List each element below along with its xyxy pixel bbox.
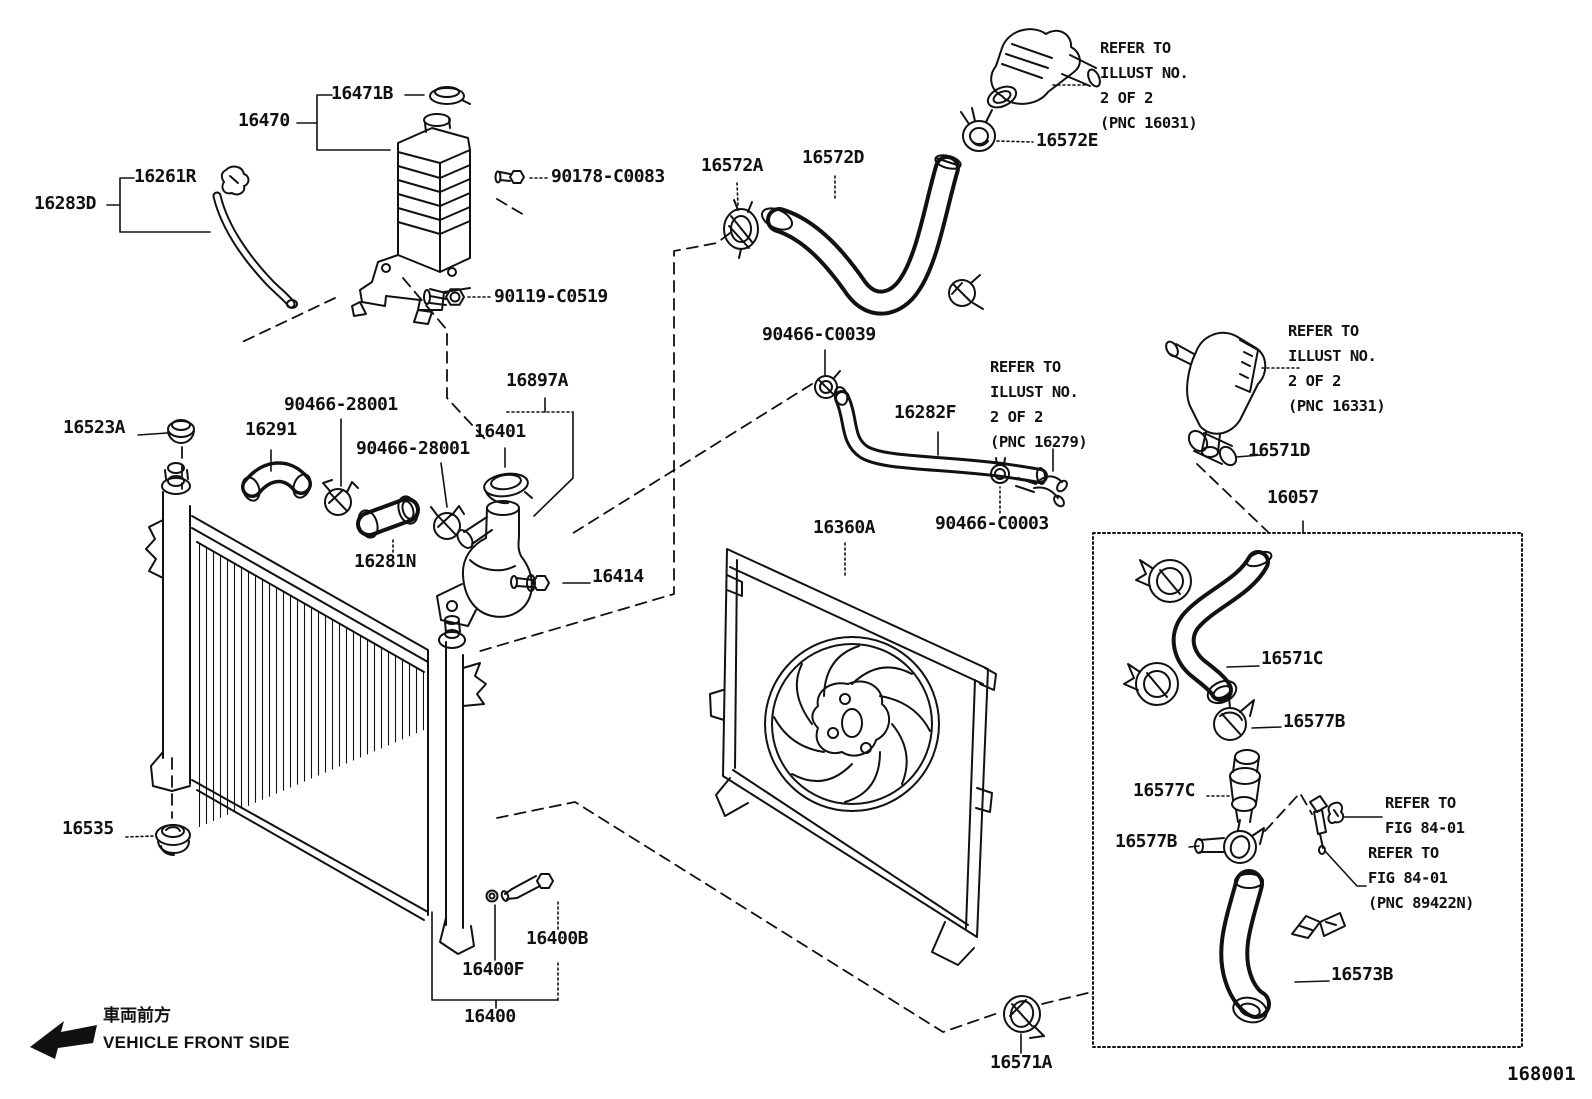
label-16291: 16291 <box>245 419 297 440</box>
label-16400: 16400 <box>464 1006 516 1027</box>
radiator-16400 <box>145 462 487 955</box>
water-outlet-pnc-16031 <box>986 28 1101 109</box>
label-16571C: 16571C <box>1261 648 1324 669</box>
label-90466-28001-1: 90466-28001 <box>284 394 398 415</box>
label-16400F: 16400F <box>462 959 525 980</box>
o-ring-16400F <box>485 889 499 903</box>
note-pnc-16031: REFER TO ILLUST NO. 2 OF 2 (PNC 16031) <box>1100 39 1198 132</box>
clamp-16571A <box>1003 995 1045 1039</box>
elbow-16577B-2 <box>1194 819 1265 864</box>
hose-16281N <box>356 495 420 539</box>
overflow-hose-16283D <box>212 191 298 309</box>
label-16535: 16535 <box>62 818 114 839</box>
figure-number: 168001 <box>1507 1063 1576 1085</box>
bolt-90178-C0083 <box>494 170 525 184</box>
label-16057: 16057 <box>1267 487 1319 508</box>
label-90466-28001-2: 90466-28001 <box>356 438 470 459</box>
label-16283D: 16283D <box>34 193 97 214</box>
label-16571D: 16571D <box>1248 440 1311 461</box>
spring-clamp-b <box>1123 662 1179 706</box>
clamp-16572A <box>723 199 759 259</box>
note-fig-84-01: REFER TO FIG 84-01 <box>1385 794 1465 837</box>
label-90466-C0039: 90466-C0039 <box>762 324 876 345</box>
vehicle-front-arrow <box>30 1021 97 1059</box>
label-16400B: 16400B <box>526 928 589 949</box>
note-fig-84-01-pnc-89422n: REFER TO FIG 84-01 (PNC 89422N) <box>1368 844 1474 912</box>
tank-cap-16471B <box>429 86 471 105</box>
label-16577B-1: 16577B <box>1283 711 1346 732</box>
clamp-16577B-1 <box>1213 697 1255 741</box>
hose-16573B <box>1219 869 1271 1024</box>
clamp-90466-28001-1 <box>322 479 359 516</box>
joint-16577C <box>1229 749 1261 823</box>
sensor-pnc-89422N <box>1309 795 1328 855</box>
clip-16261R <box>220 165 250 196</box>
upper-hose-16572D <box>761 154 962 316</box>
bolt-90119-C0519 <box>423 288 465 306</box>
note-pnc-16331: REFER TO ILLUST NO. 2 OF 2 (PNC 16331) <box>1288 322 1386 415</box>
label-90178-C0083: 90178-C0083 <box>551 166 665 187</box>
parts-box-16057 <box>1092 532 1523 1048</box>
label-16401: 16401 <box>474 421 526 442</box>
clip-16573B <box>1291 912 1346 939</box>
water-inlet-pnc-16331 <box>1165 331 1267 458</box>
clamp-90466-C0003 <box>990 457 1010 484</box>
spring-clamp-a <box>1135 559 1192 603</box>
grommet-16523A <box>167 419 195 444</box>
label-16282F: 16282F <box>894 402 957 423</box>
clamp-90466-C0039 <box>814 370 841 399</box>
radiator-cap-16401 <box>483 472 533 505</box>
inlet-elbow-16291 <box>241 461 312 502</box>
label-16577B-2: 16577B <box>1115 831 1178 852</box>
label-16577C: 16577C <box>1133 780 1196 801</box>
clamp-90466-28001-2 <box>430 505 465 540</box>
hose-clamp-on-16572D <box>948 274 984 310</box>
note-pnc-16279: REFER TO ILLUST NO. 2 OF 2 (PNC 16279) <box>990 358 1088 451</box>
hose-16571C <box>1171 550 1273 705</box>
label-16897A: 16897A <box>506 370 569 391</box>
label-16523A: 16523A <box>63 417 126 438</box>
hose-16282F <box>833 386 1048 485</box>
sensor-16400B <box>500 873 554 902</box>
label-16470: 16470 <box>238 110 290 131</box>
label-90466-C0003: 90466-C0003 <box>935 513 1049 534</box>
vehicle-front-label-en: VEHICLE FRONT SIDE <box>103 1033 290 1052</box>
vehicle-front-label-jp: 車両前方 <box>103 1006 171 1026</box>
drain-grommet-16535 <box>155 824 191 856</box>
label-16261R: 16261R <box>134 166 197 187</box>
label-16360A: 16360A <box>813 517 876 538</box>
filler-neck-16897A <box>436 500 533 627</box>
clamp-16572E <box>960 107 996 152</box>
leader-lines <box>106 84 1383 1054</box>
label-90119-C0519: 90119-C0519 <box>494 286 608 307</box>
reserve-tank-16470 <box>351 113 471 325</box>
label-16572E: 16572E <box>1036 130 1099 151</box>
label-16281N: 16281N <box>354 551 417 572</box>
bolt-16414 <box>510 574 550 592</box>
joint-16571D <box>1187 429 1238 467</box>
clip-fig-84-01 <box>1327 801 1345 824</box>
label-16573B: 16573B <box>1331 964 1394 985</box>
label-16572D: 16572D <box>802 147 865 168</box>
label-16414: 16414 <box>592 566 644 587</box>
pipe-pnc-16279 <box>1015 475 1068 508</box>
label-16471B: 16471B <box>331 83 394 104</box>
fan-shroud-16360A <box>709 548 997 966</box>
construction-lines <box>171 198 1313 1033</box>
label-16571A: 16571A <box>990 1052 1053 1073</box>
label-16572A: 16572A <box>701 155 764 176</box>
